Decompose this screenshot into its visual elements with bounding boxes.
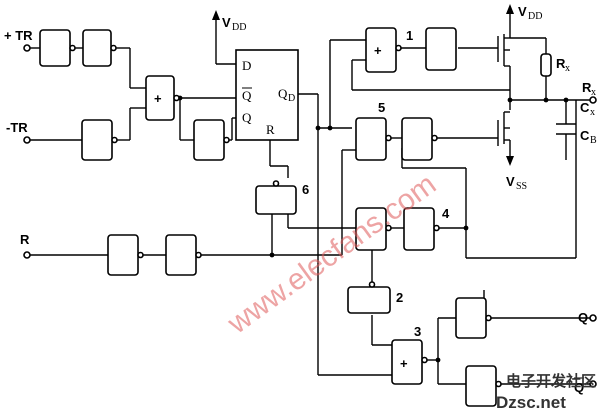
resistor-rx [540,53,552,77]
logo-line2: Dzsc.net [496,393,566,412]
or-gate-tr-symbol: + [154,91,162,106]
input-reset-label: R [20,232,30,247]
inverter-tr-plus-2 [82,29,117,67]
watermark: www.elecfans.com [221,168,442,341]
output-q-label: Q [578,310,588,325]
inverter-r-2 [165,234,202,276]
nmos-transistor [497,111,510,146]
vdd-ff-label: V [222,15,231,30]
gate-5-label: 5 [378,100,385,115]
gate-4-in [355,207,392,251]
wires [30,12,590,385]
d-flipflop: D Q Q Q D R [235,49,299,141]
pmos-transistor [497,34,510,67]
gate-q-out [455,297,492,339]
input-plus-tr-label: + TR [4,28,33,43]
or-gate-tr: + [145,75,180,121]
capacitor-cb [556,123,576,135]
ff-d-label: D [242,58,251,73]
inverter-r-1 [107,234,144,276]
gate-4: 4 [403,206,450,251]
logo-line1: 电子开发社区 [506,372,596,390]
gate-3-symbol: + [400,356,408,371]
input-minus-tr-label: -TR [6,120,28,135]
vdd-tr-label: V [518,4,527,19]
ff-qd-label: Q [278,86,288,101]
output-qbar-label: Q [574,380,584,395]
vdd-ff-sub: DD [232,22,246,33]
gate-2-label: 2 [396,290,403,305]
inverter-gate-1-out [425,27,457,71]
inverter-tr-plus-1 [39,29,76,67]
cb-label: C [580,128,590,143]
rx-sub: x [565,63,570,74]
cx-sub: x [590,107,595,118]
vss-sub: SS [516,181,527,192]
vdd-arrow-tr [506,4,514,14]
ff-q-label: Q [242,110,252,125]
inverter-qbar-feedback [193,119,230,161]
terminals [23,44,597,388]
cb-sub: B [590,135,597,146]
gate-3: + 3 [391,324,428,385]
gate-1-or: + 1 [365,27,413,73]
vss-label: V [506,174,515,189]
rx-out-label: R [582,80,592,95]
gate-4-label: 4 [442,206,450,221]
ff-qd-sub: D [288,93,295,104]
gate-1-symbol: + [374,43,382,58]
gate-3-label: 3 [414,324,421,339]
gate-6: 6 [255,180,309,215]
vdd-tr-sub: DD [528,11,542,22]
rx-label: R [556,56,566,71]
cx-label: C [580,100,590,115]
gate-2: 2 [347,281,403,314]
ff-qbar-label: Q [242,88,252,103]
ff-r-label: R [266,122,275,137]
gate-6-label: 6 [302,182,309,197]
vdd-arrow-ff [212,10,220,20]
vss-arrow [506,156,514,166]
inverter-tr-minus [81,119,118,161]
gate-1-label: 1 [406,28,413,43]
rx-out-sub: x [591,87,596,98]
inverter-gate-5-out [401,117,438,161]
gate-5: 5 [355,100,392,161]
gate-qbar-out [465,365,502,407]
